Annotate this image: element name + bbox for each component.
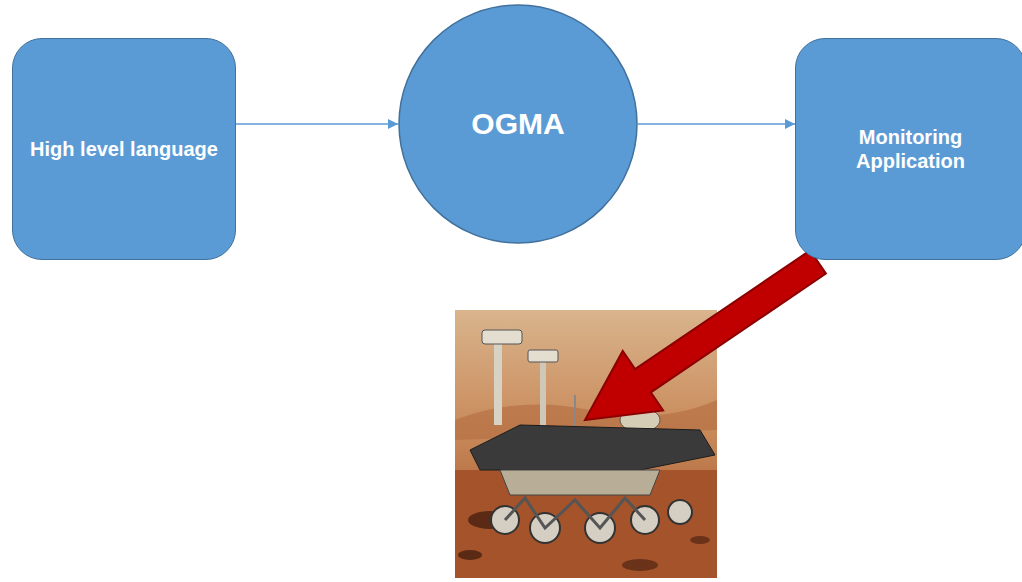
rover-suspension [505, 498, 645, 528]
rover-wheels [491, 500, 692, 543]
rover-arm-head [482, 330, 522, 344]
rover-body [500, 470, 660, 495]
node-label: OGMA [471, 106, 564, 142]
rock [690, 536, 710, 544]
node-label: Monitoring Application [811, 125, 1010, 173]
circle-shape [399, 5, 637, 243]
node-label: High level language [30, 137, 218, 161]
tool-circle: OGMA [398, 4, 638, 244]
rock [622, 559, 658, 571]
output-box: Monitoring Application [795, 38, 1022, 260]
rover-arm [494, 340, 502, 425]
flow-arrow [638, 123, 795, 125]
input-box: High level language [12, 38, 236, 260]
pointer-arrow [585, 250, 826, 420]
mars-ground [455, 470, 717, 578]
rock [458, 550, 482, 560]
rover-camera [528, 350, 558, 362]
flow-arrow [236, 123, 398, 125]
rover-mast [540, 360, 546, 430]
rover-solar-deck [470, 425, 715, 470]
circle-outline [398, 4, 638, 244]
rover-antenna [574, 395, 576, 430]
